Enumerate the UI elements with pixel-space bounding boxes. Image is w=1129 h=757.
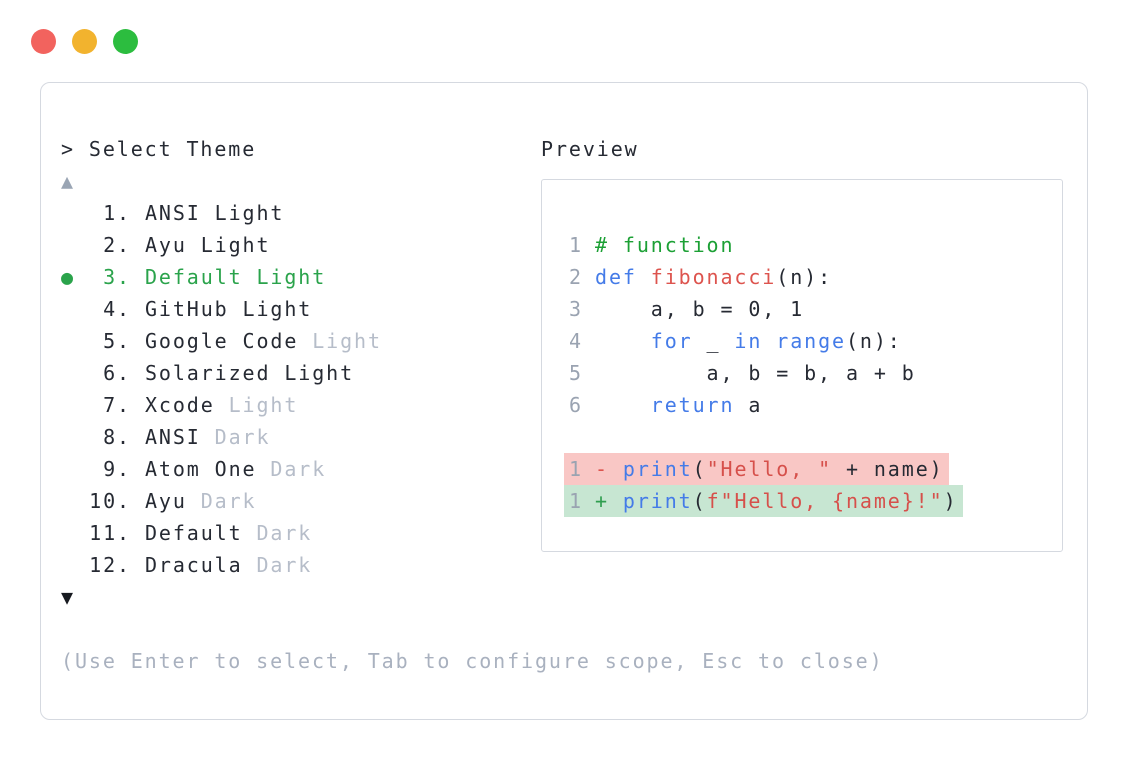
line-number: 5 <box>568 361 581 385</box>
code-line: 1# function <box>567 229 1062 261</box>
item-number: 7. <box>103 393 131 417</box>
item-label: Atom One <box>131 457 257 481</box>
item-number: 10. <box>89 489 131 513</box>
maximize-button[interactable] <box>113 29 138 54</box>
item-variant-label: Dark <box>242 553 313 577</box>
item-label: ANSI <box>131 425 201 449</box>
diff-removed-line: 1- print("Hello, " + name) <box>564 453 949 485</box>
item-label: Ayu <box>131 489 187 513</box>
theme-list-item[interactable]: ● 3. Default Light <box>61 261 884 293</box>
item-label: GitHub Light <box>131 297 313 321</box>
item-number: 1. <box>103 201 131 225</box>
keyboard-hints: (Use Enter to select, Tab to configure s… <box>61 649 884 673</box>
theme-list-item[interactable]: 4. GitHub Light <box>61 293 884 325</box>
item-variant-label: Light <box>298 329 382 353</box>
item-number: 9. <box>103 457 131 481</box>
minimize-button[interactable] <box>72 29 97 54</box>
item-variant-label: Dark <box>242 521 313 545</box>
line-number: 6 <box>568 393 581 417</box>
item-number: 3. <box>103 265 131 289</box>
line-number: 1 <box>568 457 581 481</box>
theme-list-item[interactable]: 11. Default Dark <box>61 517 884 549</box>
scroll-up-icon[interactable]: ▲ <box>61 169 75 193</box>
scroll-down-icon[interactable]: ▼ <box>61 585 75 609</box>
prompt-line: > Select Theme <box>61 137 257 161</box>
close-button[interactable] <box>31 29 56 54</box>
line-number: 1 <box>568 233 581 257</box>
theme-list-item[interactable]: 5. Google Code Light <box>61 325 884 357</box>
code-blank-line <box>567 421 1062 453</box>
theme-list-item[interactable]: 1. ANSI Light <box>61 197 884 229</box>
theme-list-item[interactable]: 6. Solarized Light <box>61 357 884 389</box>
line-number: 1 <box>568 489 581 513</box>
selected-dot-icon: ● <box>61 265 74 289</box>
item-label: Solarized Light <box>131 361 355 385</box>
item-number: 8. <box>103 425 131 449</box>
code-line: 6 return a <box>567 389 1062 421</box>
item-number: 12. <box>89 553 131 577</box>
item-variant-label: Dark <box>186 489 257 513</box>
preview-label: Preview <box>541 137 639 161</box>
code-line: 3 a, b = 0, 1 <box>567 293 1062 325</box>
item-label: Default <box>131 521 243 545</box>
item-variant-label: Dark <box>256 457 327 481</box>
diff-added-line: 1+ print(f"Hello, {name}!") <box>564 485 963 517</box>
theme-list-item[interactable]: 8. ANSI Dark <box>61 421 884 453</box>
theme-list-item[interactable]: 7. Xcode Light <box>61 389 884 421</box>
item-label: Xcode <box>131 393 215 417</box>
item-number: 4. <box>103 297 131 321</box>
code-line: 4 for _ in range(n): <box>567 325 1062 357</box>
item-label: Dracula <box>131 553 243 577</box>
theme-list-item[interactable]: 9. Atom One Dark <box>61 453 884 485</box>
item-label: Ayu Light <box>131 233 271 257</box>
item-number: 2. <box>103 233 131 257</box>
spacer-row <box>61 613 884 645</box>
code-line: 5 a, b = b, a + b <box>567 357 1062 389</box>
theme-list-item[interactable]: 12. Dracula Dark <box>61 549 884 581</box>
item-number: 6. <box>103 361 131 385</box>
line-number: 3 <box>568 297 581 321</box>
theme-list-item[interactable]: 10. Ayu Dark <box>61 485 884 517</box>
theme-list-item[interactable]: 2. Ayu Light <box>61 229 884 261</box>
line-number: 2 <box>568 265 581 289</box>
window-controls <box>31 29 138 54</box>
item-label: ANSI Light <box>131 201 285 225</box>
item-variant-label: Dark <box>200 425 271 449</box>
item-label: Google Code <box>131 329 299 353</box>
code-line: 1+ print(f"Hello, {name}!") <box>564 485 1062 517</box>
item-variant-label: Light <box>214 393 299 417</box>
item-label: Default Light <box>131 265 327 289</box>
item-number: 11. <box>89 521 131 545</box>
line-number: 4 <box>568 329 581 353</box>
code-line: 1- print("Hello, " + name) <box>564 453 1062 485</box>
item-number: 5. <box>103 329 131 353</box>
